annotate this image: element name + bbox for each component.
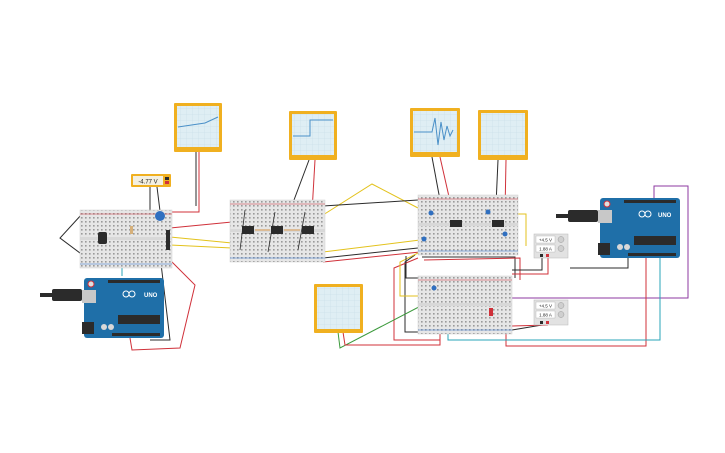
usb-port — [598, 210, 612, 223]
wire-red[interactable] — [423, 257, 521, 280]
power-jack — [82, 322, 94, 334]
capacitor-icon — [108, 324, 114, 330]
wire-black[interactable] — [511, 324, 543, 331]
capacitor-icon — [617, 244, 623, 250]
supply-voltage: +4.5 V — [539, 304, 552, 309]
capacitor-icon — [624, 244, 630, 250]
oscilloscope-5[interactable] — [314, 284, 363, 333]
capacitor[interactable] — [98, 232, 107, 244]
usb-plug — [568, 210, 598, 222]
wire-yellow[interactable] — [169, 244, 233, 249]
usb-plug — [52, 289, 82, 301]
voltmeter-reading: -4.77 V — [138, 179, 157, 185]
wire-black[interactable] — [512, 258, 543, 271]
power-supply-bottom[interactable]: +4.5 V 1.88 A — [533, 299, 569, 326]
supply-knob[interactable] — [557, 302, 565, 309]
voltmeter-left[interactable]: -4.77 V — [131, 174, 171, 187]
wire-red[interactable] — [322, 251, 421, 263]
capacitor-icon — [101, 324, 107, 330]
wire-black[interactable] — [156, 186, 161, 212]
oscilloscope-1[interactable] — [174, 103, 222, 152]
wire-black[interactable] — [59, 213, 85, 257]
arduino-model: UNO — [144, 293, 158, 299]
arduino-right[interactable]: UNO — [556, 198, 680, 258]
wire-purple[interactable] — [512, 185, 689, 299]
supply-knob[interactable] — [557, 236, 565, 243]
op-amp-chip[interactable] — [450, 220, 462, 227]
supply-current: 1.88 A — [539, 313, 552, 318]
wire-red[interactable] — [129, 254, 196, 351]
header-pins — [112, 333, 160, 336]
op-amp-chip[interactable] — [166, 230, 170, 250]
supply-terminal-negative[interactable] — [540, 254, 543, 257]
header-pins — [624, 200, 676, 203]
supply-terminal-positive[interactable] — [546, 321, 549, 324]
wire-black[interactable] — [422, 256, 516, 278]
reset-button-icon[interactable] — [87, 280, 95, 288]
capacitor[interactable] — [502, 231, 508, 237]
oscilloscope-4[interactable] — [478, 110, 528, 160]
scope-trace — [293, 119, 333, 137]
op-amp-chip[interactable] — [302, 226, 314, 234]
scope-trace — [177, 116, 219, 128]
infinity-logo-icon — [128, 290, 136, 298]
supply-terminal-positive[interactable] — [546, 254, 549, 257]
atmega-chip — [118, 315, 160, 324]
header-pins — [628, 253, 676, 256]
board-components — [98, 209, 508, 316]
supply-knob[interactable] — [557, 245, 565, 252]
wire-red[interactable] — [505, 258, 647, 347]
wire-red[interactable] — [170, 152, 200, 213]
wire-yellow[interactable] — [322, 183, 419, 216]
wire-black[interactable] — [405, 256, 422, 279]
capacitor[interactable] — [421, 236, 427, 242]
op-amp-chip[interactable] — [242, 226, 254, 234]
usb-cable — [556, 214, 568, 218]
supply-knob[interactable] — [557, 311, 565, 318]
op-amp-chip[interactable] — [271, 226, 283, 234]
infinity-logo-icon — [644, 210, 652, 218]
potentiometer[interactable] — [155, 211, 165, 221]
wire-black[interactable] — [431, 156, 441, 201]
reset-button-icon[interactable] — [603, 200, 611, 208]
usb-port — [82, 290, 96, 303]
supply-voltage: +4.5 V — [539, 238, 552, 243]
wire-black[interactable] — [322, 199, 419, 207]
arduino-model: UNO — [658, 213, 672, 219]
breadboard-right-bottom[interactable] — [417, 275, 513, 335]
power-supply-top[interactable]: +4.5 V 1.88 A — [533, 233, 569, 259]
power-jack — [598, 243, 610, 255]
wire-yellow[interactable] — [169, 236, 233, 244]
usb-cable — [40, 293, 52, 297]
capacitor[interactable] — [428, 210, 434, 216]
supply-current: 1.88 A — [539, 247, 552, 252]
capacitor[interactable] — [431, 285, 437, 291]
scope-trace — [414, 117, 454, 146]
resistor[interactable] — [130, 226, 133, 234]
wire-yellow[interactable] — [322, 239, 421, 253]
wire-black[interactable] — [322, 247, 419, 259]
arduino-left[interactable]: UNO — [40, 278, 164, 338]
wire-yellow[interactable] — [399, 251, 434, 297]
wire-red[interactable] — [512, 258, 549, 275]
supply-terminal-negative[interactable] — [540, 321, 543, 324]
op-amp-chip[interactable] — [492, 220, 504, 227]
atmega-chip — [634, 236, 676, 245]
resistor[interactable] — [489, 308, 493, 316]
wire-black[interactable] — [570, 258, 629, 269]
wire-red[interactable] — [169, 221, 233, 229]
capacitor[interactable] — [485, 209, 491, 215]
header-pins — [108, 280, 160, 283]
wire-black[interactable] — [239, 209, 306, 253]
wire-green[interactable] — [337, 297, 437, 349]
oscilloscope-3[interactable] — [410, 108, 460, 157]
oscilloscope-2[interactable] — [289, 111, 337, 160]
